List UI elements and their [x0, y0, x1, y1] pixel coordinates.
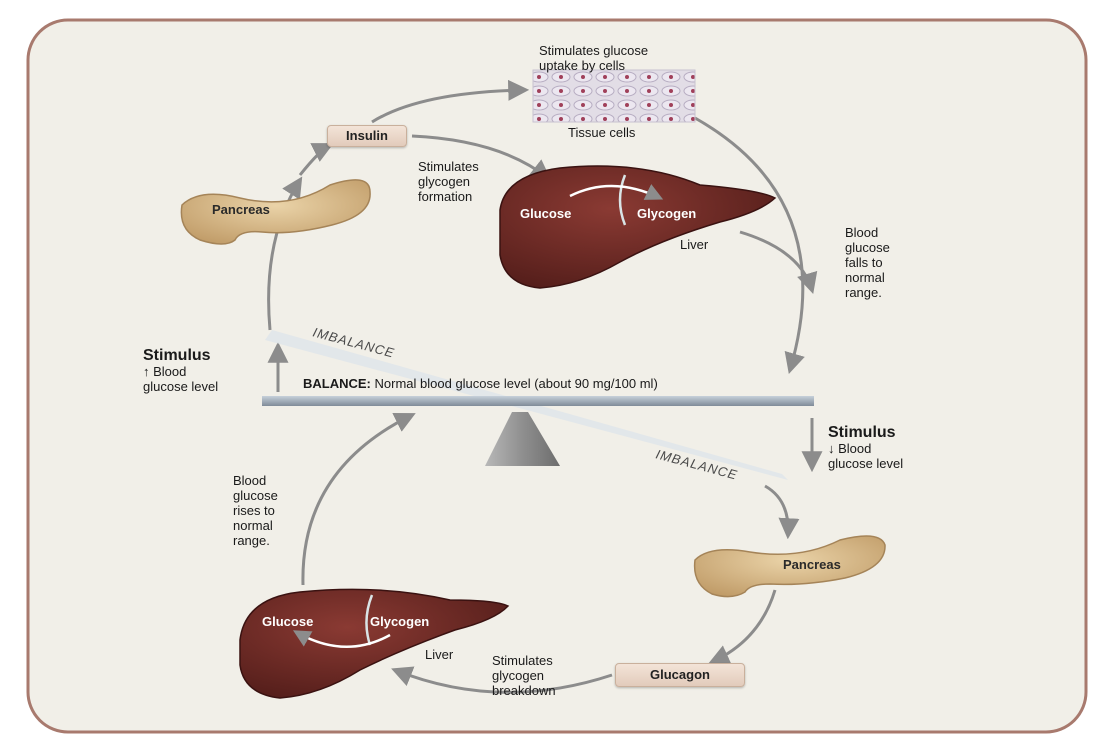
stimulates-uptake-label: Stimulates glucose uptake by cells — [539, 44, 648, 74]
tissue-cells-image — [533, 70, 695, 122]
stimulates-breakdown-label: Stimulates glycogen breakdown — [492, 654, 556, 699]
blood-falls-line2: glucose — [845, 241, 890, 256]
stimulus-right: Stimulus ↓ Blood glucose level — [828, 424, 903, 472]
pancreas-bottom-label: Pancreas — [783, 557, 841, 572]
blood-falls-line1: Blood — [845, 226, 890, 241]
tissue-cells-label: Tissue cells — [568, 126, 635, 141]
insulin-badge: Insulin — [327, 125, 407, 147]
stimulates-uptake-line1: Stimulates glucose — [539, 44, 648, 59]
blood-rises-label: Blood glucose rises to normal range. — [233, 474, 278, 549]
balance-beam — [262, 396, 814, 406]
balance-label: BALANCE: Normal blood glucose level (abo… — [303, 377, 658, 392]
balance-label-text: Normal blood glucose level (about 90 mg/… — [375, 376, 658, 391]
stimulates-formation-line3: formation — [418, 190, 479, 205]
stimulates-breakdown-line1: Stimulates — [492, 654, 556, 669]
stimulus-right-line2: glucose level — [828, 457, 903, 472]
blood-rises-line4: normal — [233, 519, 278, 534]
liver-top-glucose-label: Glucose — [520, 206, 571, 221]
pancreas-top-label: Pancreas — [212, 202, 270, 217]
blood-falls-line4: normal — [845, 271, 890, 286]
liver-top-glycogen-label: Glycogen — [637, 206, 696, 221]
balance-label-bold: BALANCE: — [303, 376, 371, 391]
stimulates-formation-label: Stimulates glycogen formation — [418, 160, 479, 205]
liver-top-label: Liver — [680, 238, 708, 253]
liver-bottom-glucose-label: Glucose — [262, 614, 313, 629]
blood-rises-line1: Blood — [233, 474, 278, 489]
stimulates-uptake-line2: uptake by cells — [539, 59, 648, 74]
stimulates-formation-line2: glycogen — [418, 175, 479, 190]
blood-rises-line3: rises to — [233, 504, 278, 519]
liver-bottom-glycogen-label: Glycogen — [370, 614, 429, 629]
stimulus-right-title: Stimulus — [828, 424, 903, 442]
blood-falls-line3: falls to — [845, 256, 890, 271]
blood-rises-line5: range. — [233, 534, 278, 549]
stimulates-breakdown-line3: breakdown — [492, 684, 556, 699]
stimulus-left-title: Stimulus — [143, 347, 218, 365]
glucagon-badge: Glucagon — [615, 663, 745, 687]
stimulus-left-line2: glucose level — [143, 380, 218, 395]
blood-falls-line5: range. — [845, 286, 890, 301]
stimulus-left: Stimulus ↑ Blood glucose level — [143, 347, 218, 395]
blood-falls-label: Blood glucose falls to normal range. — [845, 226, 890, 301]
stimulates-formation-line1: Stimulates — [418, 160, 479, 175]
blood-rises-line2: glucose — [233, 489, 278, 504]
liver-bottom-label: Liver — [425, 648, 453, 663]
stimulus-left-line1: ↑ Blood — [143, 365, 218, 380]
stimulates-breakdown-line2: glycogen — [492, 669, 556, 684]
stimulus-right-line1: ↓ Blood — [828, 442, 903, 457]
